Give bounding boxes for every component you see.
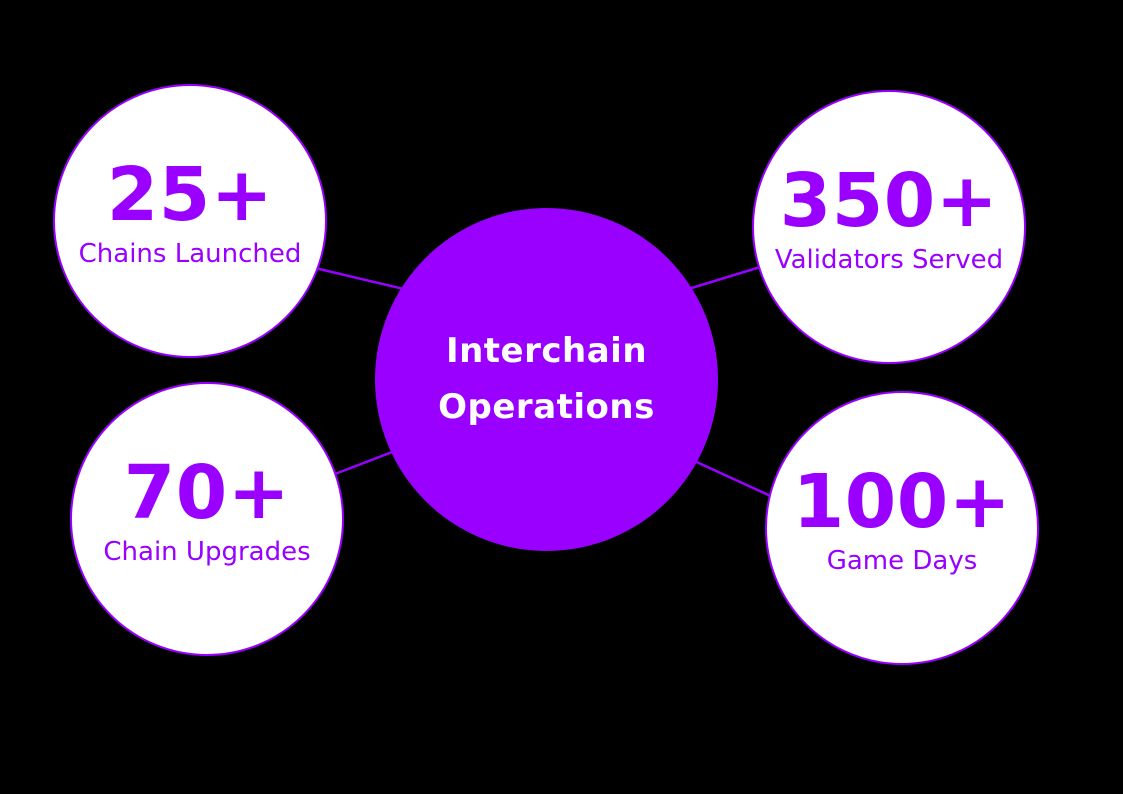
stat-node-chains-launched: 25+ Chains Launched <box>53 84 327 358</box>
connector-line-top-right <box>684 262 771 292</box>
connector-line-top-left <box>314 266 413 293</box>
connector-line-bottom-right <box>689 457 776 500</box>
stat-value-validators-served: 350+ <box>779 157 999 244</box>
connector-line-bottom-left <box>334 447 401 476</box>
stat-label-validators-served: Validators Served <box>774 244 1004 275</box>
hub-title-line2: Operations <box>438 386 655 427</box>
stat-value-chain-upgrades: 70+ <box>123 449 291 536</box>
stat-value-game-days: 100+ <box>792 458 1012 545</box>
stat-node-validators-served: 350+ Validators Served <box>752 90 1026 364</box>
stat-node-game-days: 100+ Game Days <box>765 391 1039 665</box>
stat-node-chain-upgrades: 70+ Chain Upgrades <box>70 382 344 656</box>
hub-circle: Interchain Operations <box>375 208 718 551</box>
stat-label-chains-launched: Chains Launched <box>78 238 302 269</box>
stat-label-game-days: Game Days <box>826 545 978 576</box>
stat-label-chain-upgrades: Chain Upgrades <box>103 536 311 567</box>
hub-title-line1: Interchain <box>445 331 648 372</box>
stat-value-chains-launched: 25+ <box>106 151 274 238</box>
